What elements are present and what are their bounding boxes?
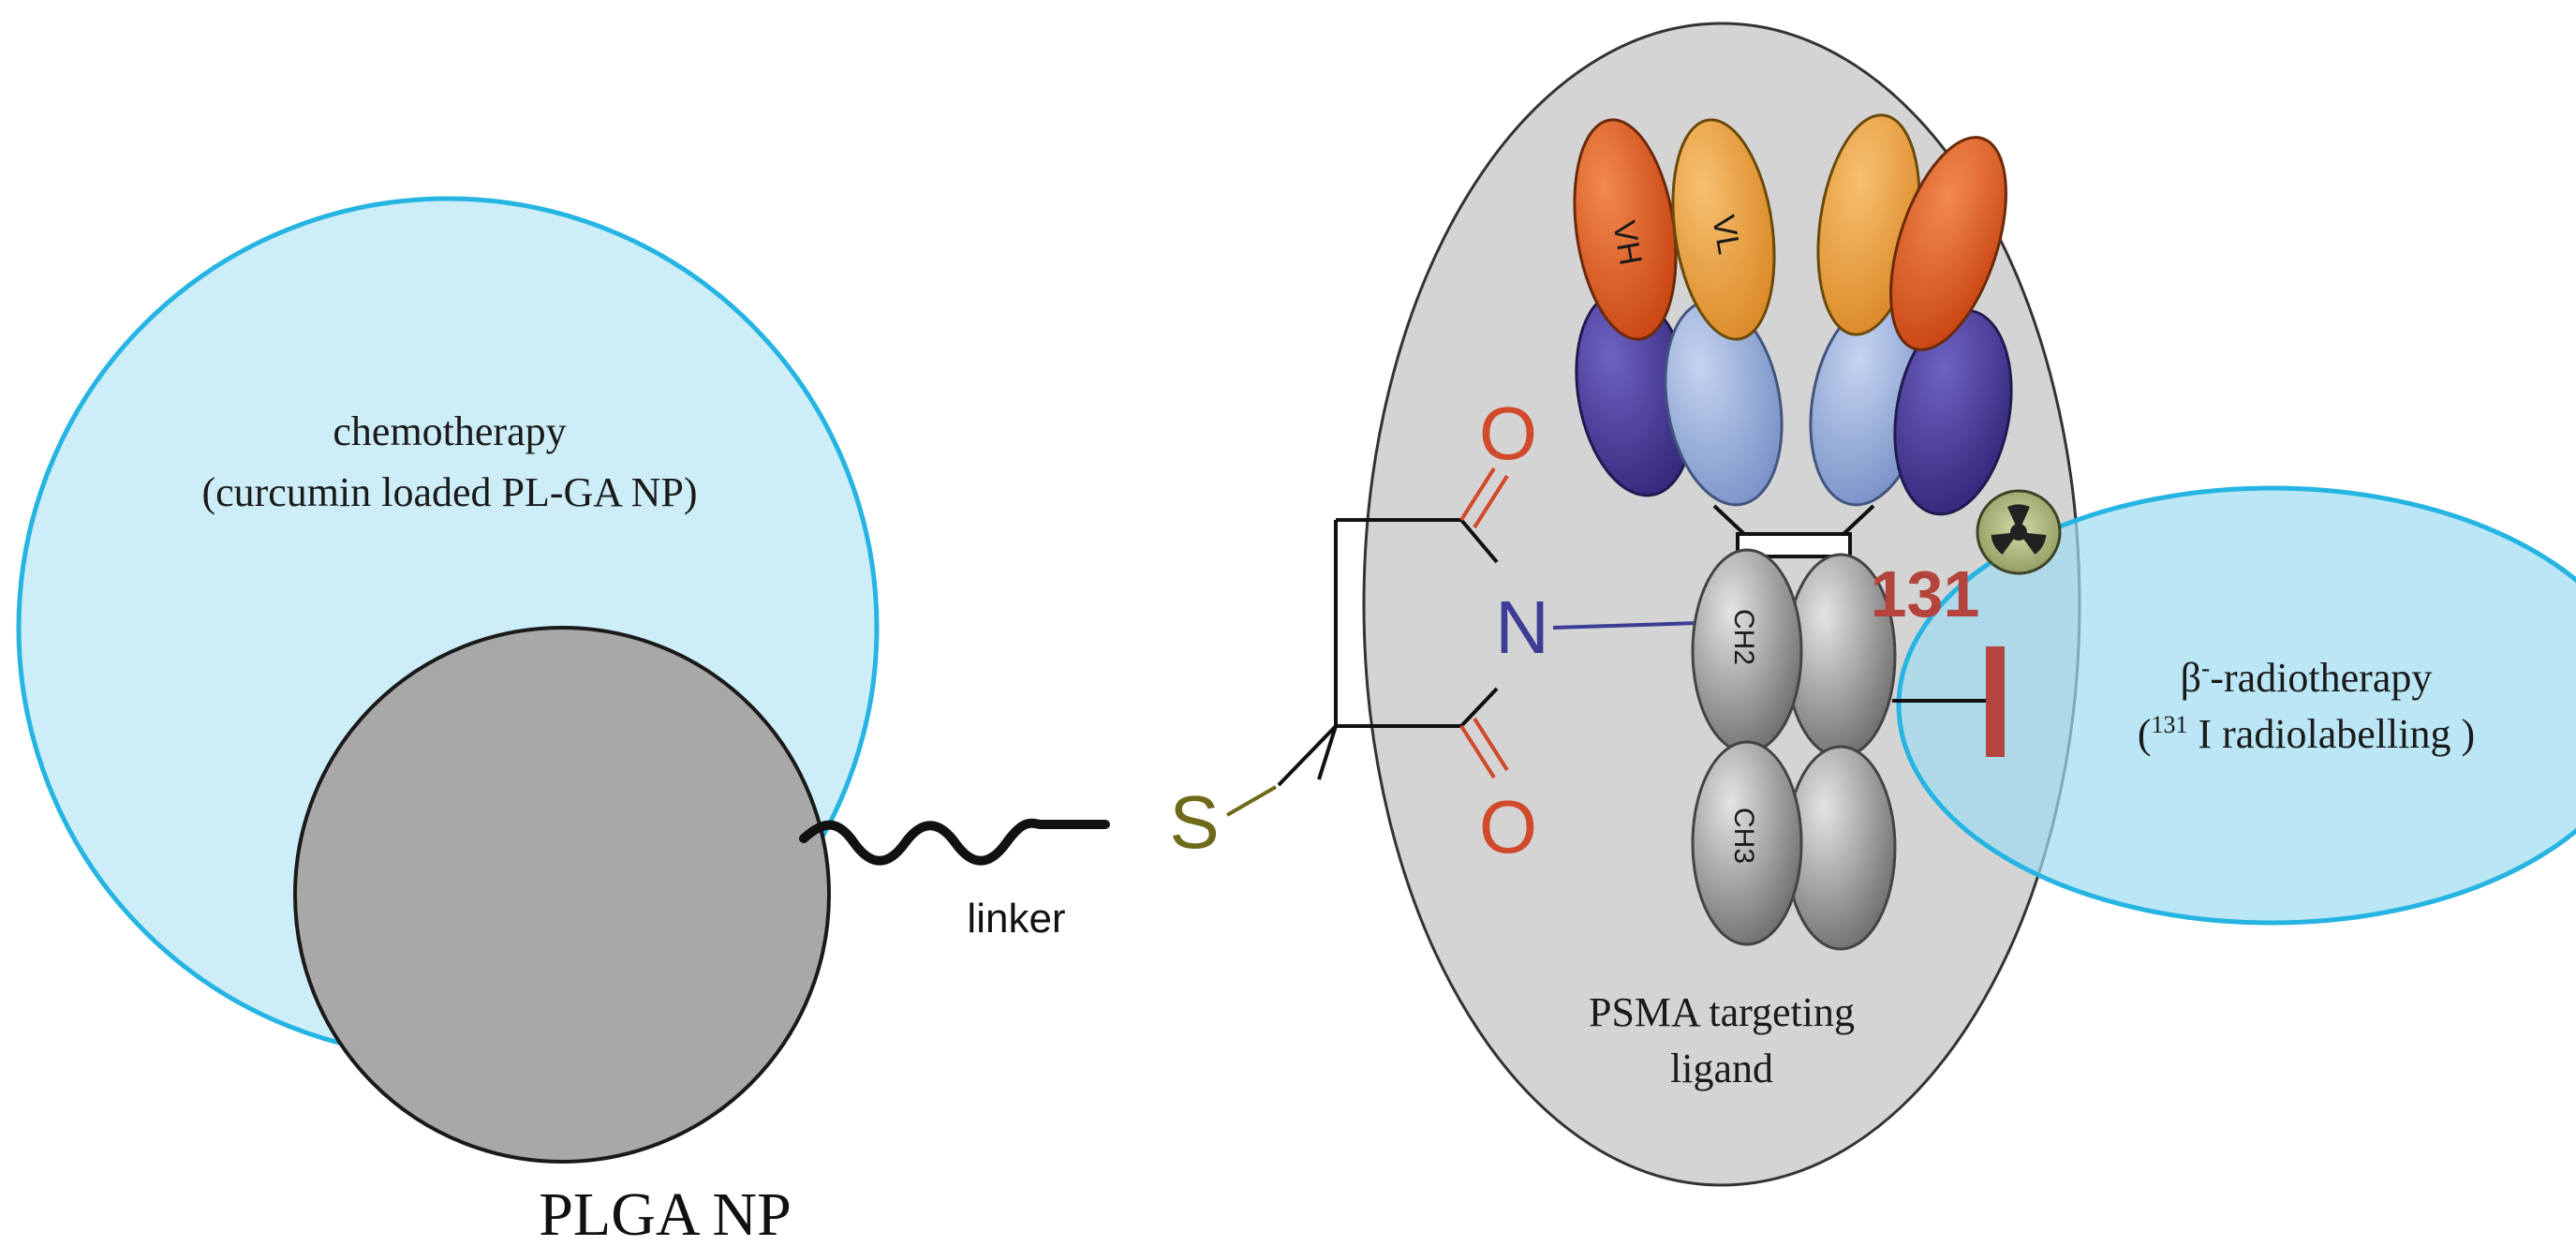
- curcumin-label: (curcumin loaded PL-GA NP): [201, 469, 697, 515]
- beta-superscript: -: [2201, 654, 2210, 683]
- vl-domain: [1671, 118, 1776, 341]
- ligand-label: ligand: [1670, 1046, 1773, 1091]
- radiotherapy-word: -radiotherapy: [2210, 655, 2432, 701]
- carbonyl-bonds: [1459, 467, 1509, 779]
- linker-chain: [799, 818, 1110, 866]
- sulfur-atom: S: [1169, 780, 1219, 864]
- ch3-domain: [1691, 740, 1803, 946]
- plga-core: [293, 626, 831, 1164]
- maleimide-bonds: [1226, 518, 1698, 817]
- fc-region: CH2 CH3: [1691, 548, 1897, 951]
- radiolabelling-word: I radiolabelling ): [2187, 711, 2475, 757]
- iodine-superscript: 131: [2151, 711, 2187, 738]
- radiolabelling-label: (131 I radiolabelling ): [2138, 711, 2475, 757]
- vh-domain-right: [1889, 136, 2007, 351]
- linker-label: linker: [967, 896, 1065, 942]
- oxygen-atom-bottom: O: [1479, 785, 1537, 868]
- ch2-label: CH2: [1728, 609, 1759, 665]
- antibody-left-arm: VH VL: [1573, 118, 1784, 507]
- radiolabel-open-paren: (: [2138, 711, 2152, 757]
- radiation-hazard-icon: [1976, 489, 2062, 575]
- iodine-131-label: 131: [1871, 557, 1980, 630]
- radiotherapy-ellipse: [1896, 485, 2576, 926]
- antibody-right-arm: [1809, 113, 2013, 516]
- chemotherapy-label: chemotherapy: [333, 408, 566, 454]
- vh-label: VH: [1606, 218, 1649, 268]
- radiotherapy-label: β--radiotherapy: [2181, 654, 2433, 701]
- beta-symbol: β: [2181, 655, 2201, 701]
- ch3-label: CH3: [1728, 808, 1759, 864]
- plga-np-label: PLGA NP: [539, 1180, 792, 1246]
- nitrogen-atom: N: [1495, 586, 1549, 669]
- iodine-marker: [1986, 646, 2005, 757]
- oxygen-atom-top: O: [1479, 392, 1537, 475]
- vl-label: VL: [1705, 213, 1747, 258]
- psma-targeting-label: PSMA targeting: [1589, 989, 1855, 1035]
